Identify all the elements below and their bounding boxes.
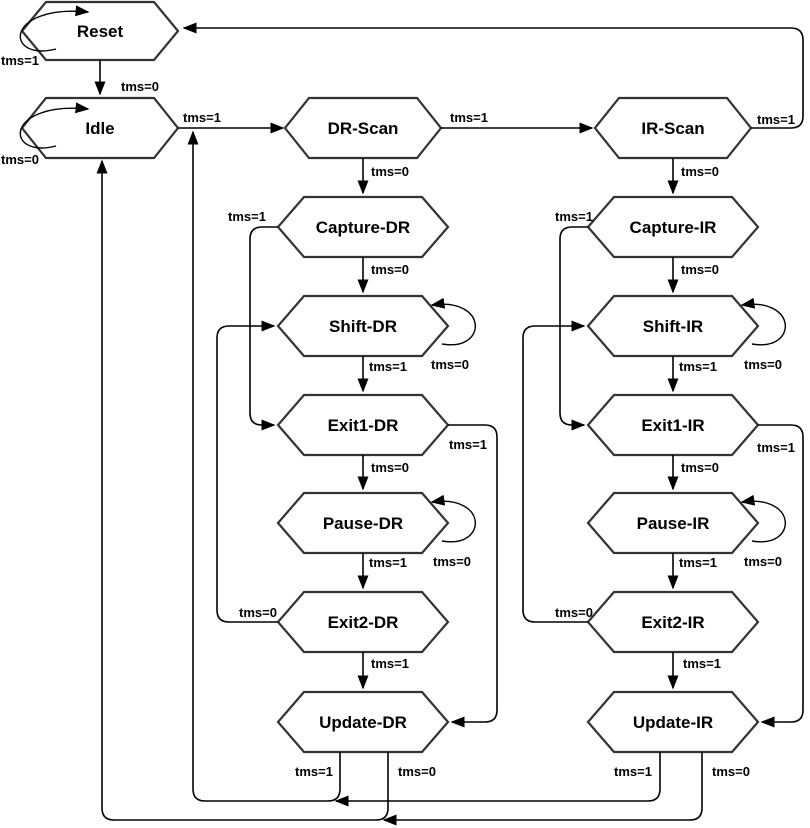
state-update-dr-shape: [276, 690, 450, 754]
state-shift-dr: Shift-DR: [276, 294, 450, 358]
state-ir-scan-shape: [593, 96, 753, 160]
label-pause-ir-to-exit2-ir-tms1: tms=1: [679, 555, 717, 570]
label-shift-dr-self-tms0: tms=0: [431, 357, 469, 372]
label-capture-ir-to-shift-ir-tms0: tms=0: [681, 262, 719, 277]
label-pause-dr-self-tms0: tms=0: [433, 554, 471, 569]
state-shift-ir: Shift-IR: [586, 294, 760, 358]
state-reset-label: Reset: [77, 22, 124, 41]
self-loop-shift-dr: [430, 297, 477, 346]
state-exit1-ir: Exit1-IR: [586, 393, 760, 457]
label-pause-ir-self-tms0: tms=0: [744, 554, 782, 569]
self-loop-pause-ir: [740, 494, 787, 543]
state-idle-label: Idle: [85, 119, 114, 138]
label-idle-self-tms0: tms=0: [1, 152, 39, 167]
edge-update-dr-to-idle: [96, 159, 389, 821]
label-shift-dr-to-exit1-dr-tms1: tms=1: [369, 359, 407, 374]
label-exit2-dr-to-update-dr-tms1: tms=1: [371, 656, 409, 671]
state-update-dr-label: Update-DR: [319, 713, 407, 732]
label-shift-ir-self-tms0: tms=0: [744, 357, 782, 372]
state-pause-dr-label: Pause-DR: [323, 514, 403, 533]
label-capture-dr-to-shift-dr-tms0: tms=0: [371, 262, 409, 277]
state-ir-scan-label: IR-Scan: [641, 119, 704, 138]
label-exit1-ir-to-pause-ir-tms0: tms=0: [681, 460, 719, 475]
self-loop-shift-ir: [740, 297, 787, 346]
label-update-ir-to-idle-tms0: tms=0: [712, 764, 750, 779]
state-exit1-ir-label: Exit1-IR: [641, 416, 704, 435]
state-exit1-ir-shape: [586, 393, 760, 457]
edge-exit1-ir-to-update-ir: [758, 424, 804, 728]
state-exit1-dr: Exit1-DR: [276, 393, 450, 457]
state-exit1-dr-shape: [276, 393, 450, 457]
edge-exit2-ir-to-shift-ir: [522, 320, 588, 623]
label-exit1-dr-to-pause-dr-tms0: tms=0: [371, 460, 409, 475]
edge-exit1-dr-to-update-dr: [448, 424, 498, 728]
edge-update-ir-to-dr-scan: [334, 752, 661, 807]
state-capture-ir: Capture-IR: [586, 195, 760, 259]
self-loop-idle: [19, 102, 90, 149]
edge-ir-scan-to-reset: [182, 22, 804, 129]
state-exit1-dr-label: Exit1-DR: [328, 416, 399, 435]
label-dr-scan-to-capture-dr-tms0: tms=0: [371, 164, 409, 179]
edge-update-dr-to-dr-scan: [187, 130, 341, 802]
state-dr-scan-shape: [283, 96, 443, 160]
label-reset-to-idle-tms0: tms=0: [121, 79, 159, 94]
state-shift-dr-label: Shift-DR: [329, 317, 397, 336]
label-exit2-ir-to-shift-ir-tms0: tms=0: [555, 605, 593, 620]
state-shift-ir-label: Shift-IR: [643, 317, 703, 336]
state-update-ir: Update-IR: [586, 690, 760, 754]
state-capture-ir-label: Capture-IR: [630, 218, 717, 237]
state-shift-dr-shape: [276, 294, 450, 358]
label-reset-self-tms1: tms=1: [1, 53, 39, 68]
label-idle-to-dr-scan-tms1: tms=1: [183, 110, 221, 125]
edge-exit2-dr-to-shift-dr: [216, 320, 278, 623]
label-exit2-ir-to-update-ir-tms1: tms=1: [683, 656, 721, 671]
self-loop-reset: [19, 5, 90, 52]
state-pause-dr: Pause-DR: [276, 491, 450, 555]
state-exit2-ir: Exit2-IR: [586, 590, 760, 654]
label-exit1-dr-to-update-dr-tms1: tms=1: [449, 437, 487, 452]
label-shift-ir-to-exit1-ir-tms1: tms=1: [679, 359, 717, 374]
label-pause-dr-to-exit2-dr-tms1: tms=1: [369, 555, 407, 570]
label-exit2-dr-to-shift-dr-tms0: tms=0: [239, 605, 277, 620]
label-capture-ir-to-exit1-ir-tms1: tms=1: [555, 209, 593, 224]
state-pause-ir-shape: [586, 491, 760, 555]
self-loop-pause-dr: [430, 494, 477, 543]
state-dr-scan: DR-Scan: [283, 96, 443, 160]
state-ir-scan: IR-Scan: [593, 96, 753, 160]
state-pause-ir-label: Pause-IR: [637, 514, 710, 533]
label-capture-dr-to-exit1-dr-tms1: tms=1: [228, 209, 266, 224]
state-shift-ir-shape: [586, 294, 760, 358]
label-update-ir-to-dr-scan-tms1: tms=1: [614, 764, 652, 779]
state-dr-scan-label: DR-Scan: [328, 119, 399, 138]
state-exit2-dr-label: Exit2-DR: [328, 613, 399, 632]
label-ir-scan-to-reset-tms1: tms=1: [757, 112, 795, 127]
label-dr-scan-to-ir-scan-tms1: tms=1: [450, 110, 488, 125]
state-update-ir-label: Update-IR: [633, 713, 713, 732]
state-exit2-dr: Exit2-DR: [276, 590, 450, 654]
state-pause-dr-shape: [276, 491, 450, 555]
state-pause-ir: Pause-IR: [586, 491, 760, 555]
state-exit2-ir-label: Exit2-IR: [641, 613, 704, 632]
label-ir-scan-to-capture-ir-tms0: tms=0: [681, 164, 719, 179]
state-idle: Idle: [20, 96, 180, 160]
state-capture-dr: Capture-DR: [276, 195, 450, 259]
edge-update-ir-to-idle: [382, 752, 703, 826]
label-exit1-ir-to-update-ir-tms1: tms=1: [757, 440, 795, 455]
state-update-ir-shape: [586, 690, 760, 754]
state-capture-dr-label: Capture-DR: [316, 218, 410, 237]
label-update-dr-to-dr-scan-tms1: tms=1: [295, 764, 333, 779]
label-update-dr-to-idle-tms0: tms=0: [398, 764, 436, 779]
state-update-dr: Update-DR: [276, 690, 450, 754]
